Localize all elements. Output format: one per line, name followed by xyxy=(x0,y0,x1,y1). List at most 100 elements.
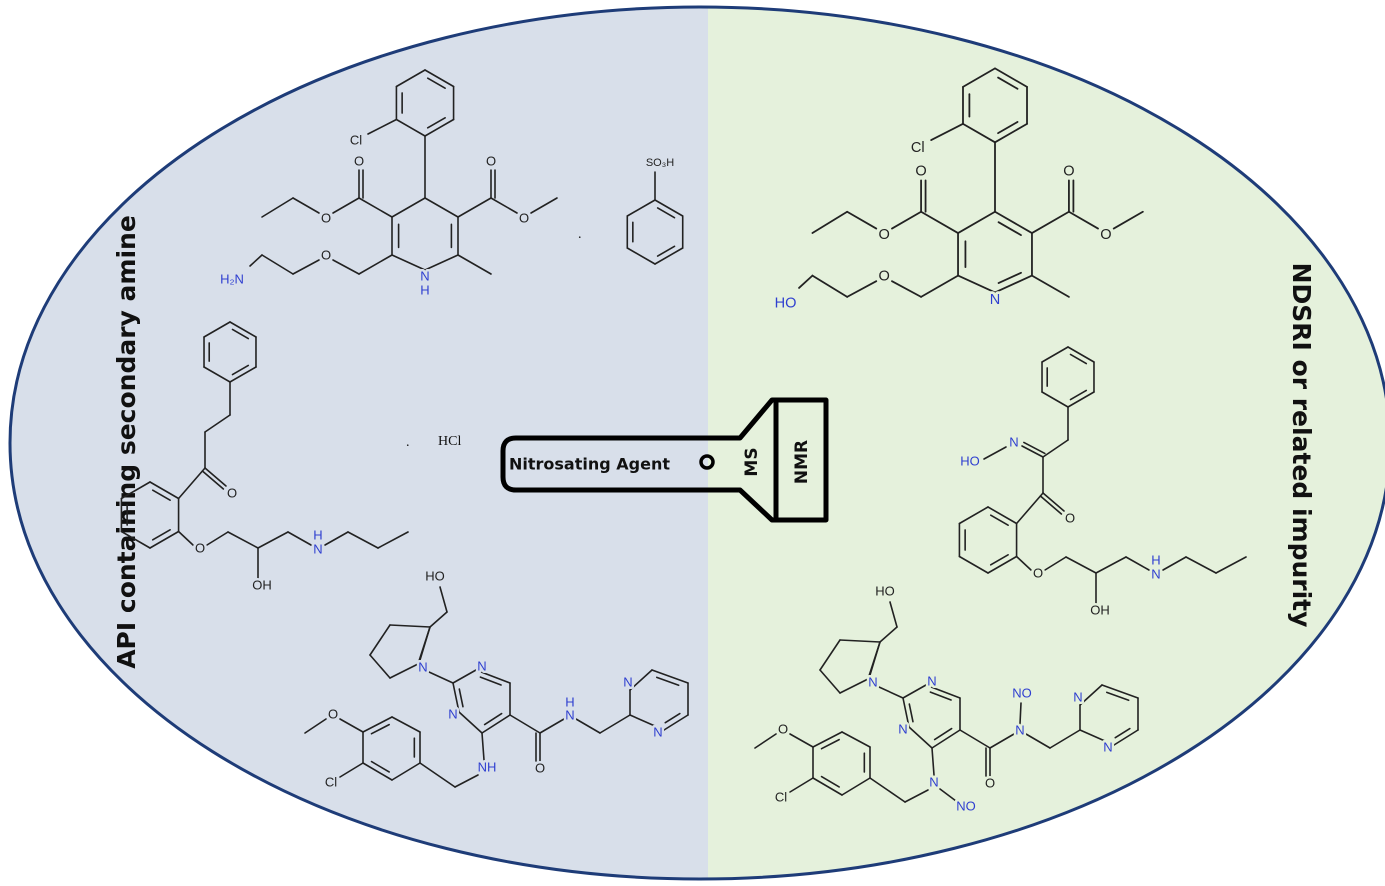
ms-label: MS xyxy=(742,447,762,476)
bond xyxy=(362,716,393,733)
bond xyxy=(1023,441,1046,455)
atom-label: O xyxy=(354,153,364,168)
bond xyxy=(203,366,231,383)
benzenesulfonic-acid-structure: SO₃H xyxy=(626,154,684,265)
bond xyxy=(530,197,558,214)
switch-button-icon xyxy=(699,454,715,470)
atom-label: Cl xyxy=(325,774,337,789)
bond xyxy=(539,718,565,734)
atom-label: NH xyxy=(478,759,497,774)
bond xyxy=(933,727,953,741)
bond xyxy=(1065,556,1097,574)
bond xyxy=(599,714,631,734)
bond xyxy=(454,774,479,788)
bond xyxy=(925,684,961,699)
flashlight-outline xyxy=(500,397,829,523)
bond xyxy=(1095,556,1127,574)
bond xyxy=(206,531,229,546)
bond xyxy=(904,789,929,803)
bond xyxy=(663,714,689,731)
bond xyxy=(391,254,426,271)
bond xyxy=(1079,684,1103,706)
bond xyxy=(997,221,1022,236)
bond xyxy=(820,775,840,788)
bond xyxy=(339,762,364,778)
bond xyxy=(120,481,151,500)
bond xyxy=(362,762,393,781)
bond xyxy=(1041,391,1069,408)
bond xyxy=(1114,727,1131,739)
bond xyxy=(1031,274,1070,298)
bond xyxy=(231,364,250,376)
bond xyxy=(989,514,1009,527)
atom-label: N xyxy=(565,707,574,722)
nitroso-avanafil-structure: HO N N N N NO O N NO N N O Cl xyxy=(754,581,1139,816)
flashlight-graphic: Nitrosating Agent MS NMR xyxy=(500,397,829,523)
atom-label: O xyxy=(486,153,496,168)
bond xyxy=(1079,729,1115,746)
bond xyxy=(920,274,959,298)
atom-label: O xyxy=(195,540,205,555)
bond xyxy=(358,254,393,275)
bond xyxy=(370,760,390,773)
bond xyxy=(481,732,485,761)
bond xyxy=(426,77,446,90)
bond xyxy=(931,747,935,776)
atom-label: O xyxy=(321,247,331,262)
bond xyxy=(879,626,898,643)
bond xyxy=(1015,492,1044,525)
bond xyxy=(841,777,871,796)
bond xyxy=(997,121,1019,135)
atom-label: Cl xyxy=(911,140,925,156)
atom-label: H xyxy=(1151,552,1160,567)
bond xyxy=(287,531,312,546)
bond xyxy=(324,531,349,546)
bond xyxy=(1112,210,1144,230)
bond xyxy=(426,116,446,129)
bond xyxy=(811,210,849,234)
nmr-label: NMR xyxy=(792,440,812,484)
atom-label: N xyxy=(477,658,486,673)
bond xyxy=(989,733,1015,749)
right-panel-title: NDSRI or related impurity xyxy=(1287,263,1316,628)
bond xyxy=(651,669,689,684)
bond xyxy=(929,691,952,701)
bond xyxy=(1069,353,1088,365)
bond xyxy=(395,69,426,88)
bond xyxy=(424,69,455,88)
bond xyxy=(339,718,364,733)
bond xyxy=(987,555,1018,574)
bond xyxy=(1125,556,1150,571)
bond xyxy=(369,654,391,679)
bond xyxy=(204,414,231,433)
bond xyxy=(1113,729,1139,746)
bond xyxy=(1041,346,1069,363)
bond xyxy=(424,118,455,137)
bond xyxy=(483,712,503,726)
bond xyxy=(1042,492,1065,512)
bond xyxy=(229,321,257,338)
bond xyxy=(419,626,431,661)
bond xyxy=(1015,555,1032,571)
bond xyxy=(439,586,448,613)
bond xyxy=(452,682,460,713)
bond xyxy=(1042,439,1069,458)
propafenone-structure: O O OH N H xyxy=(120,321,409,595)
bond xyxy=(429,611,448,628)
bond xyxy=(1031,210,1070,234)
left-panel-title: API containing secondary amine xyxy=(112,215,141,669)
bond xyxy=(1069,389,1088,401)
bond xyxy=(391,197,426,218)
bond xyxy=(1019,702,1022,725)
atom-label: H xyxy=(420,282,429,297)
bond xyxy=(419,762,456,788)
bond xyxy=(389,624,431,628)
bond xyxy=(1049,729,1081,749)
salt-dot: . xyxy=(578,227,582,242)
bond xyxy=(654,247,684,265)
bond xyxy=(655,676,680,687)
bond xyxy=(479,676,502,686)
bond xyxy=(629,669,653,691)
bond xyxy=(229,366,257,383)
